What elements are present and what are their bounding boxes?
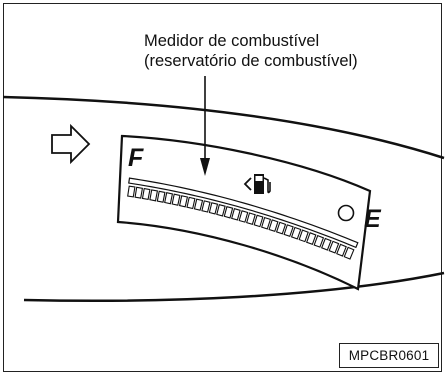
empty-label: E	[364, 205, 382, 233]
gauge-segment	[141, 187, 151, 201]
gauge-segment	[231, 208, 241, 221]
gauge-segment	[134, 186, 144, 199]
gauge-segment	[261, 216, 272, 230]
gauge-segment	[305, 232, 317, 245]
gauge-segment	[246, 212, 256, 225]
figure-frame	[3, 3, 442, 372]
callout-line-1: Medidor de combustível	[144, 32, 320, 50]
gauge-segment	[253, 214, 264, 228]
cluster-panel-top-edge	[2, 95, 445, 160]
gauge-upper-band	[128, 177, 359, 249]
gauge-segment	[208, 202, 219, 215]
gauge-segment	[156, 190, 166, 203]
gauge-segment	[328, 240, 340, 254]
gauge-bar-track	[128, 177, 359, 249]
fuel-pump-icon	[243, 174, 271, 194]
callout-arrowhead	[200, 158, 210, 176]
callout-line-2: (reservatório de combustível)	[144, 52, 358, 70]
warning-lamp-icon	[337, 204, 355, 222]
gauge-segment	[283, 224, 294, 237]
gauge-segment	[298, 229, 309, 243]
gauge-segment	[178, 195, 189, 208]
gauge-segment	[343, 246, 355, 260]
gauge-segment	[275, 221, 287, 235]
gauge-segment	[320, 237, 332, 251]
gauge-segment	[193, 198, 204, 211]
gauge-segment	[164, 192, 174, 205]
gauge-segment	[186, 196, 196, 210]
gauge-segment	[216, 204, 226, 217]
gauge-segment	[149, 189, 159, 202]
gauge-segment	[336, 243, 347, 257]
gauge-segment	[290, 226, 302, 240]
gauge-segment	[171, 193, 181, 206]
gauge-segment	[127, 185, 136, 198]
hollow-arrow-icon	[51, 123, 91, 165]
image-code-label: MPCBR0601	[339, 343, 439, 368]
gauge-segment	[268, 219, 279, 232]
gauge-segment	[238, 210, 249, 223]
gauge-segment	[223, 206, 234, 219]
full-label: F	[128, 144, 144, 172]
fuel-gauge-callout: Medidor de combustível (reservatório de …	[144, 31, 444, 71]
gauge-segment	[313, 234, 325, 248]
gauge-bar-segments	[127, 185, 355, 260]
cluster-panel-bottom-edge	[23, 271, 445, 303]
gauge-segment	[201, 200, 211, 213]
